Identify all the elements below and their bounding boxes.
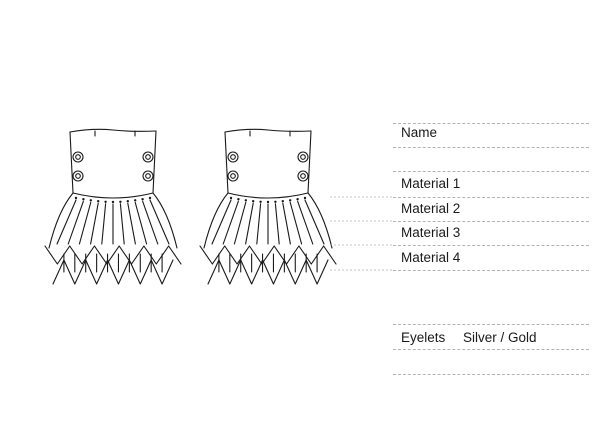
guide-line (393, 245, 589, 246)
pleat-tack (259, 200, 262, 204)
eyelet-icon (72, 170, 84, 182)
pleat-tack (89, 199, 93, 202)
peplum-right-edge (152, 192, 178, 249)
pleat-tack (244, 199, 247, 202)
guide-line (393, 123, 589, 124)
eyelet-icon (297, 151, 309, 163)
eyelet-icon (300, 173, 306, 179)
eyelet-icon (230, 173, 236, 179)
guide-line (393, 374, 589, 375)
pleat-tack (289, 199, 292, 202)
eyelet-icon (300, 154, 306, 160)
garment-back-view (199, 128, 337, 285)
pleat-line (142, 200, 159, 245)
eyelet-icon (230, 154, 236, 160)
hem-band-upper (44, 245, 182, 265)
material-2-label: Material 2 (401, 201, 461, 216)
eyelet-icon (75, 173, 81, 179)
pleat-tack (141, 198, 144, 201)
pleat-tack (74, 196, 78, 200)
pleat-tack (119, 200, 122, 204)
pleat-line (134, 201, 148, 245)
pleat-line (211, 199, 232, 245)
pleat-tack (148, 196, 152, 200)
pleat-line (304, 199, 325, 245)
pleat-tack (281, 200, 284, 203)
pleat-line (245, 202, 254, 245)
pleat-tack (97, 200, 100, 203)
pleat-tack (111, 200, 115, 204)
pleat-line (78, 201, 92, 245)
eyelet-icon (142, 170, 154, 182)
pleat-line (233, 201, 247, 245)
pleat-line (274, 203, 280, 245)
hem-band-lower (52, 259, 174, 285)
pleat-tack (303, 196, 307, 200)
pleat-tack (82, 198, 85, 201)
pleat-tack (126, 200, 129, 203)
peplum-right-edge (307, 192, 333, 249)
side-seam-right (307, 130, 312, 194)
guide-line (393, 270, 589, 271)
pleat-line (282, 202, 291, 245)
eyelet-icon (145, 173, 151, 179)
eyelets-value: Silver / Gold (463, 330, 537, 345)
pleat-line (222, 200, 239, 245)
garment-front-view (44, 128, 182, 285)
name-label: Name (401, 125, 438, 140)
eyelet-icon (145, 154, 151, 160)
side-seam-left (224, 131, 229, 194)
guide-line (393, 197, 589, 198)
material-leader-lines (330, 196, 393, 271)
hem-band-lower (207, 259, 329, 285)
eyelet-icon (72, 151, 84, 163)
pleat-line (67, 200, 84, 245)
eyelet-icon (227, 151, 239, 163)
waistband-edge (69, 128, 157, 133)
eyelets-label: Eyelets (401, 330, 446, 345)
guide-line (393, 171, 589, 172)
pleat-tack (237, 198, 240, 201)
pleat-tack (296, 198, 299, 201)
pleat-line (289, 201, 303, 245)
side-seam-right (152, 130, 157, 194)
pleat-line (127, 202, 136, 245)
eyelet-icon (227, 170, 239, 182)
pleat-line (256, 203, 262, 245)
pleat-tack (252, 200, 255, 203)
hem-band-upper (199, 245, 337, 265)
pleat-tack (104, 200, 107, 204)
guide-line (393, 324, 589, 325)
pleat-tack (229, 196, 233, 200)
pleat-tack (266, 200, 270, 204)
guide-line (393, 349, 589, 350)
pleat-tack (134, 199, 137, 202)
hip-seam (72, 192, 154, 199)
eyelet-icon (297, 170, 309, 182)
eyelet-icon (142, 151, 154, 163)
pleat-line (297, 200, 314, 245)
eyelet-icon (75, 154, 81, 160)
pleat-line (56, 199, 77, 245)
material-1-label: Material 1 (401, 176, 461, 191)
waistband-edge (224, 128, 312, 133)
hip-seam (227, 192, 309, 199)
pleat-line (90, 202, 99, 245)
pleat-line (119, 203, 125, 245)
guide-line (393, 147, 589, 148)
side-seam-left (69, 131, 74, 194)
material-4-label: Material 4 (401, 250, 461, 265)
pleat-line (149, 199, 170, 245)
pleat-tack (274, 200, 277, 204)
pleat-line (101, 203, 107, 245)
peplum-left-edge (48, 192, 74, 249)
material-3-label: Material 3 (401, 225, 461, 240)
guide-line (393, 221, 589, 222)
peplum-left-edge (203, 192, 229, 249)
